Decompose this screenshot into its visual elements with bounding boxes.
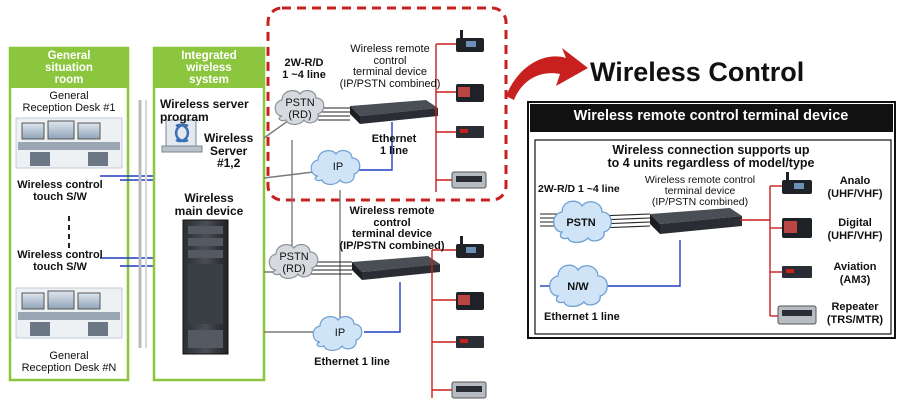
ip-cloud-upper bbox=[310, 149, 361, 186]
radio-links-upper bbox=[435, 43, 456, 192]
radio-links-lower bbox=[431, 249, 456, 398]
pstn-cloud-upper bbox=[274, 89, 325, 126]
right-terminal-device bbox=[650, 208, 742, 234]
reception-desk-n-image bbox=[15, 287, 123, 339]
upper-ip-label: IP bbox=[332, 161, 344, 173]
right-radio-links bbox=[740, 185, 782, 317]
right-line-label: 2W-R/D 1 ~4 line bbox=[538, 183, 620, 195]
curved-arrow-icon bbox=[506, 48, 588, 100]
unit-sub-analog: (UHF/VHF) bbox=[827, 188, 883, 200]
wireless-control-title: Wireless Control bbox=[590, 57, 805, 87]
terminal-device-lower bbox=[352, 256, 440, 280]
lower-ip-label: IP bbox=[334, 327, 346, 339]
ip-cloud-lower bbox=[312, 315, 363, 352]
lower-pstn-label: PSTN(RD) bbox=[279, 251, 309, 275]
unit-sub-aviation: (AM3) bbox=[839, 274, 871, 286]
unit-name-analog: Analo bbox=[839, 175, 871, 187]
unit-sub-digital: (UHF/VHF) bbox=[827, 230, 883, 242]
detail-box-title: Wireless remote control terminal device bbox=[573, 108, 849, 124]
radio-icons-upper bbox=[451, 30, 487, 189]
upper-pstn-label: PSTN(RD) bbox=[285, 97, 315, 121]
right-ethernet-label: Ethernet 1 line bbox=[544, 311, 620, 323]
reception-desk-1-image bbox=[15, 117, 123, 169]
right-radio-icons bbox=[777, 172, 817, 325]
pstn-cloud-lower bbox=[268, 243, 319, 280]
highlight-region bbox=[266, 6, 508, 202]
lower-ethernet-label: Ethernet 1 line bbox=[314, 356, 390, 368]
main-device-rack-icon bbox=[182, 219, 229, 355]
ip-terminal-lines bbox=[358, 122, 401, 333]
unit-name-aviation: Aviation bbox=[833, 261, 877, 273]
unit-sub-repeater: (TRS/MTR) bbox=[826, 314, 884, 326]
unit-name-repeater: Repeater bbox=[831, 301, 879, 313]
unit-name-digital: Digital bbox=[838, 217, 872, 229]
right-nw-cloud bbox=[549, 264, 608, 308]
right-pstn-cloud bbox=[553, 200, 612, 244]
right-nw-label: N/W bbox=[567, 281, 589, 293]
right-pstn-label: PSTN bbox=[566, 217, 596, 229]
terminal-device-upper bbox=[350, 100, 438, 124]
server-icon bbox=[161, 119, 203, 153]
radio-icons-lower bbox=[451, 236, 487, 399]
